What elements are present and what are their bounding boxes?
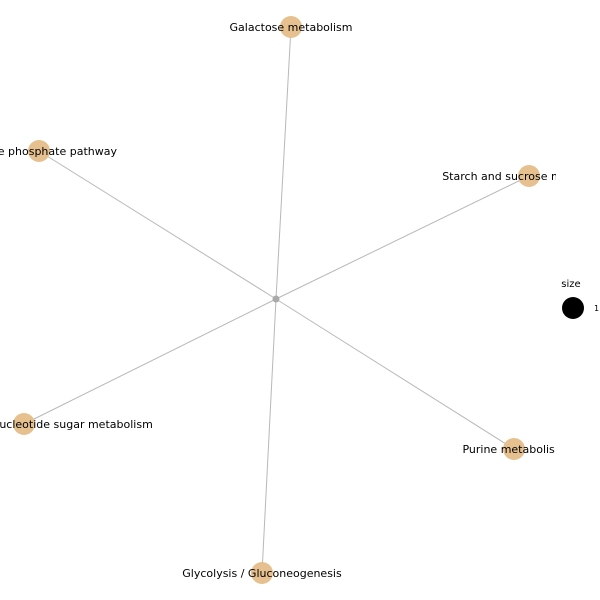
node-group [13,16,540,584]
edge-galactose [275,26,292,300]
legend-size-value: 1 [594,304,599,313]
node-amino [13,413,35,435]
node-label-starch: Starch and sucrose metabolism [442,170,600,183]
node-label-pentose: Pentose phosphate pathway [0,145,117,158]
node-pentose [28,140,50,162]
node-purine [503,438,525,460]
node-label-purine: Purine metabolism [462,443,565,456]
edge-glycolysis [261,298,277,574]
node-glycolysis [251,562,273,584]
legend-size-marker [562,297,584,319]
edge-starch [275,175,530,300]
node-starch [518,165,540,187]
size-legend: size 1 [561,279,599,319]
label-group: Galactose metabolismPentose phosphate pa… [0,21,600,580]
edge-group [23,26,530,574]
node-label-galactose: Galactose metabolism [230,21,353,34]
hub-node [272,295,280,303]
legend-title: size [561,279,580,290]
edge-amino [23,298,277,425]
node-label-amino: Amino sugar and nucleotide sugar metabol… [0,418,153,431]
edge-purine [275,298,515,450]
node-galactose [280,16,302,38]
edge-pentose [38,150,277,300]
node-label-glycolysis: Glycolysis / Gluconeogenesis [182,567,342,580]
